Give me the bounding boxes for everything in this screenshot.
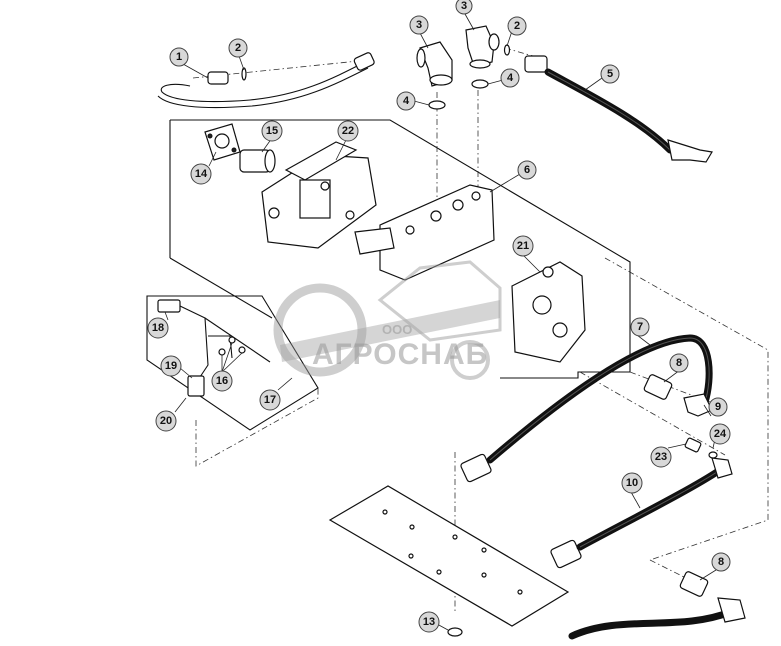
callout-4: 4 [396, 91, 416, 111]
part-2-seal-left [241, 67, 247, 81]
callout-3: 3 [455, 0, 473, 15]
callout-9: 9 [708, 397, 728, 417]
part-21-valve-end [511, 261, 586, 363]
svg-text:8: 8 [718, 556, 724, 568]
part-8-adapter-lower [679, 571, 709, 597]
part-19-sensor [187, 375, 205, 397]
svg-text:19: 19 [165, 360, 177, 372]
callout-14: 14 [190, 163, 212, 185]
svg-text:16: 16 [216, 375, 228, 387]
part-7-hose [460, 334, 713, 483]
callout-15: 15 [261, 120, 283, 142]
svg-text:3: 3 [416, 19, 422, 31]
callout-20: 20 [155, 410, 177, 432]
callout-16: 16 [211, 370, 233, 392]
svg-text:22: 22 [342, 125, 354, 137]
agrosnab-watermark: ООО АГРОСНАБ [273, 260, 502, 380]
part-22-control-valve [261, 141, 395, 255]
svg-text:18: 18 [152, 322, 164, 334]
callout-3: 3 [409, 15, 429, 35]
callout-18: 18 [147, 317, 169, 339]
callout-2: 2 [507, 16, 527, 36]
callout-7: 7 [630, 317, 650, 337]
watermark-name: АГРОСНАБ [312, 338, 488, 371]
svg-text:10: 10 [626, 477, 638, 489]
part-18-connector [157, 299, 181, 313]
callout-4: 4 [500, 68, 520, 88]
svg-text:2: 2 [235, 42, 241, 54]
callout-2: 2 [228, 38, 248, 58]
harness-frame [146, 295, 319, 431]
part-16-harness-wires [179, 305, 271, 381]
svg-text:23: 23 [655, 451, 667, 463]
callout-5: 5 [600, 64, 620, 84]
part-6-valve-section [379, 184, 495, 281]
combine-harvester-gear-logo [273, 260, 502, 380]
part-9-elbow [683, 393, 713, 417]
svg-text:21: 21 [517, 240, 529, 252]
part-23-fitting [684, 437, 702, 453]
callout-19: 19 [160, 355, 182, 377]
svg-text:1: 1 [176, 51, 182, 63]
part-bottom-hose [568, 597, 746, 640]
svg-text:3: 3 [461, 0, 467, 12]
callout-6: 6 [517, 160, 537, 180]
svg-text:24: 24 [714, 428, 727, 440]
callout-17: 17 [259, 389, 281, 411]
svg-text:14: 14 [195, 168, 208, 180]
part-10-hose [550, 457, 733, 569]
svg-text:9: 9 [715, 401, 721, 413]
svg-text:4: 4 [403, 95, 410, 107]
part-4-oring-right [471, 79, 489, 89]
svg-text:6: 6 [524, 164, 530, 176]
callout-1: 1 [169, 47, 189, 67]
part-8-adapter-upper [643, 374, 673, 400]
part-1-tube [157, 52, 375, 109]
part-3-elbow-right [465, 25, 500, 69]
part-13-washer [447, 627, 463, 637]
part-2-seal-right [503, 44, 511, 56]
callout-24: 24 [709, 423, 731, 445]
svg-text:4: 4 [507, 72, 514, 84]
callout-22: 22 [337, 120, 359, 142]
part-15-spacer [239, 149, 276, 173]
part-3-elbow-left [416, 41, 453, 87]
callout-21: 21 [512, 235, 534, 257]
svg-text:8: 8 [676, 357, 682, 369]
watermark-prefix: ООО [382, 322, 412, 337]
callout-23: 23 [650, 446, 672, 468]
leader-lines [164, 13, 719, 631]
part-mounting-plate [328, 485, 570, 627]
svg-text:20: 20 [160, 415, 172, 427]
svg-text:2: 2 [514, 20, 520, 32]
callout-8: 8 [711, 552, 731, 572]
svg-text:7: 7 [637, 321, 643, 333]
svg-text:5: 5 [607, 68, 613, 80]
part-5-hose [524, 55, 713, 163]
svg-text:13: 13 [423, 616, 435, 628]
svg-text:15: 15 [266, 125, 278, 137]
part-4-oring-left [428, 100, 446, 110]
callouts: 1 2 2 3 3 4 4 5 6 7 8 8 9 10 13 14 15 16… [147, 0, 731, 633]
part-24-plug [708, 451, 718, 459]
part-14-flange [204, 123, 241, 161]
callout-13: 13 [418, 611, 440, 633]
callout-8: 8 [669, 353, 689, 373]
svg-text:17: 17 [264, 394, 276, 406]
callout-10: 10 [621, 472, 643, 494]
